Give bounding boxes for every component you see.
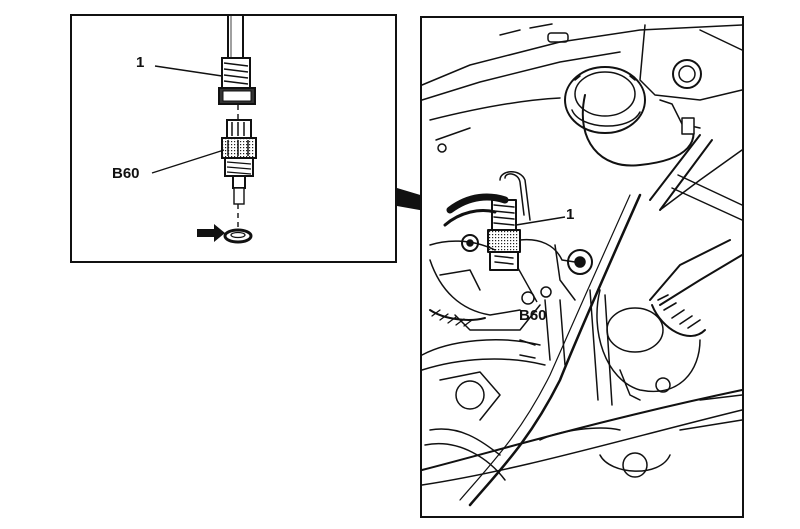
engine-leader-b60 [517,267,538,303]
inset-leader-b60 [151,149,225,174]
engine-panel: 1 B60 [420,16,744,518]
inset-label-b60: B60 [112,165,140,182]
inset-panel: 1 B60 [70,14,397,263]
inset-sealing-washer [223,228,253,244]
inset-sensor-b60 [221,119,257,205]
inset-arrow-icon [197,224,225,242]
inset-label-1: 1 [136,54,144,71]
inset-pipe [227,16,244,60]
inset-leader-1 [154,65,223,77]
engine-illustration [421,23,743,507]
inset-connector-nut [218,57,256,105]
engine-label-1: 1 [566,206,574,223]
engine-leader-1 [515,216,566,226]
engine-label-b60: B60 [519,307,547,324]
